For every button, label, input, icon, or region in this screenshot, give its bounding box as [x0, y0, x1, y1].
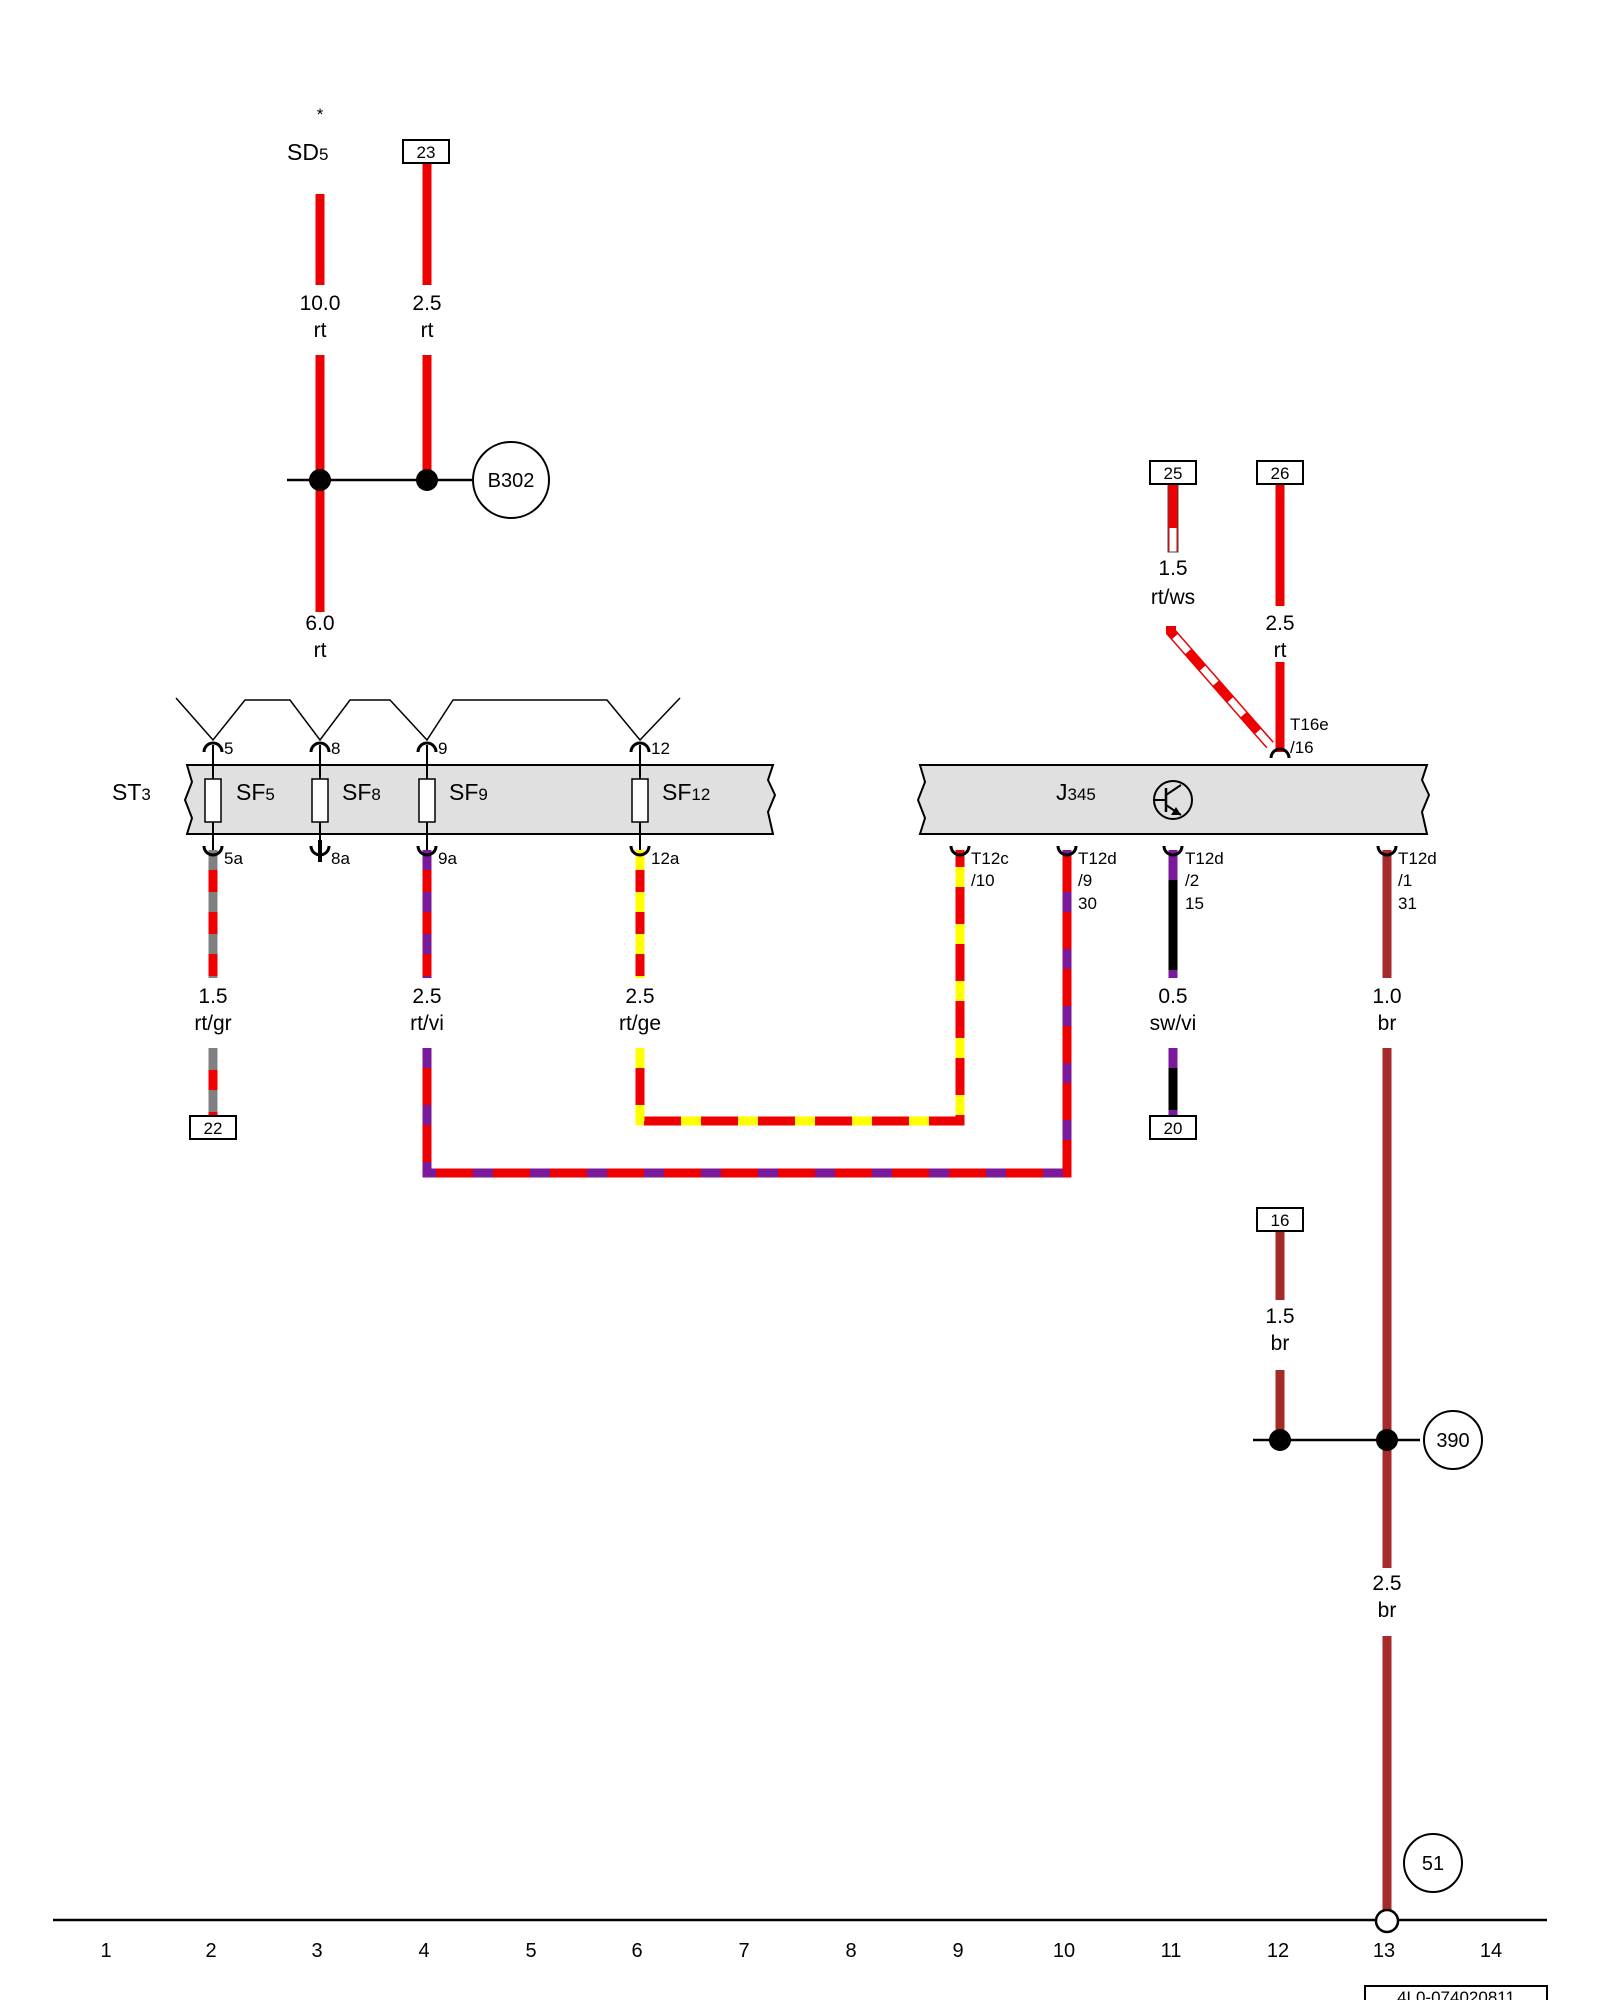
ref-box-23: 23 — [402, 139, 450, 164]
module-pin-l3: 30 — [1078, 894, 1097, 913]
wire-color: rt — [421, 319, 434, 342]
wire-color: br — [1378, 1012, 1397, 1035]
column-number: 6 — [631, 1940, 642, 1962]
wire-2-5-rt-ge — [635, 850, 965, 1126]
doc-code: 4L0-074020811 — [1364, 1985, 1548, 2000]
fuse-label: SF12 — [662, 779, 710, 805]
column-number: 14 — [1480, 1940, 1502, 1962]
module-top-pin-l1: T16e — [1290, 715, 1329, 734]
fusebox-label: ST3 — [112, 779, 151, 805]
wire-labels: 10.0 rt 2.5 rt 6.0 rt 1.5 rt/ws 2.5 rt 1… — [194, 292, 1401, 1622]
wire-size: 1.5 — [1158, 557, 1187, 580]
module-pin-l1: T12d — [1078, 849, 1117, 868]
sd5-label: SD5 — [287, 139, 328, 165]
column-number: 2 — [205, 1940, 216, 1962]
wire-color: br — [1271, 1332, 1290, 1355]
module-pin-l3: 31 — [1398, 894, 1417, 913]
wire-color: br — [1378, 1599, 1397, 1622]
fuse-pin-bottom: 9a — [438, 849, 457, 868]
column-number: 13 — [1373, 1940, 1395, 1962]
wire-size: 0.5 — [1158, 985, 1187, 1008]
ref-box-16: 16 — [1256, 1207, 1304, 1232]
splice-390: 390 — [1253, 1410, 1483, 1470]
module-label: J345 — [1056, 779, 1096, 805]
module-pin-l1: T12d — [1398, 849, 1437, 868]
wire-size: 2.5 — [1265, 612, 1294, 635]
module-pin-l2: /10 — [971, 871, 995, 890]
fuse-pin-bottom: 12a — [651, 849, 680, 868]
module-pin-l1: T12d — [1185, 849, 1224, 868]
ref-box-20: 20 — [1149, 1115, 1197, 1140]
ref-box-22: 22 — [189, 1115, 237, 1140]
ground-390-label: 390 — [1436, 1430, 1469, 1452]
transistor-icon — [1153, 780, 1193, 820]
b302-label: B302 — [488, 470, 535, 492]
module-pin-l1: T12c — [971, 849, 1009, 868]
wire-color: rt/gr — [194, 1012, 231, 1035]
column-number: 7 — [738, 1940, 749, 1962]
fuse-pin-top: 8 — [331, 739, 340, 758]
wire-color: rt — [314, 639, 327, 662]
svg-text:23: 23 — [417, 143, 436, 162]
wire-color: sw/vi — [1150, 1012, 1197, 1035]
wire-2-5-rt-vi — [422, 850, 1072, 1178]
svg-text:22: 22 — [204, 1119, 223, 1138]
ref-box-25: 25 — [1149, 460, 1197, 485]
sd5-mark: * — [317, 105, 324, 124]
wire-size: 2.5 — [625, 985, 654, 1008]
wire-size: 2.5 — [1372, 1572, 1401, 1595]
fuse-pin-top: 12 — [651, 739, 670, 758]
svg-text:26: 26 — [1271, 464, 1290, 483]
wire-color: rt — [1274, 639, 1287, 662]
fuse-pin-bottom: 5a — [224, 849, 243, 868]
module-pin-l3: 15 — [1185, 894, 1204, 913]
wire-color: rt/ws — [1151, 586, 1195, 609]
ground-terminal — [1374, 1908, 1400, 1934]
module-top-pin-l2: /16 — [1290, 738, 1314, 757]
wire-color: rt/vi — [410, 1012, 444, 1035]
column-number: 11 — [1161, 1940, 1182, 1962]
fuse-label: SF5 — [236, 779, 275, 805]
ground-51: 51 — [1403, 1833, 1463, 1893]
wire-size: 6.0 — [305, 612, 334, 635]
module-j345 — [916, 764, 1431, 835]
wire-1-5-rt-ws — [1166, 483, 1274, 749]
column-number: 12 — [1267, 1940, 1289, 1962]
ref-box-26: 26 — [1256, 460, 1304, 485]
splice-b302: B302 — [287, 441, 550, 519]
module-pin-l2: /1 — [1398, 871, 1412, 890]
wire-size: 1.5 — [198, 985, 227, 1008]
wire-color: rt/ge — [619, 1012, 661, 1035]
module-pin-l2: /2 — [1185, 871, 1199, 890]
column-number: 5 — [525, 1940, 536, 1962]
wire-size: 1.5 — [1265, 1305, 1294, 1328]
svg-text:25: 25 — [1164, 464, 1183, 483]
connector-symbols — [202, 741, 1398, 857]
fuse-label: SF9 — [449, 779, 488, 805]
fusebox-st3 — [175, 697, 777, 850]
svg-text:20: 20 — [1164, 1119, 1183, 1138]
wire-size: 2.5 — [412, 985, 441, 1008]
column-number: 9 — [952, 1940, 963, 1962]
column-number: 8 — [845, 1940, 856, 1962]
doc-code-label: 4L0-074020811 — [1397, 1988, 1515, 2000]
wire-size: 2.5 — [412, 292, 441, 315]
column-number: 1 — [100, 1940, 111, 1962]
fuse-pin-top: 5 — [224, 739, 233, 758]
column-numbers: 1 2 3 4 5 6 7 8 9 10 11 12 13 14 — [100, 1940, 1502, 1962]
wire-size: 10.0 — [300, 292, 341, 315]
wire-size: 1.0 — [1372, 985, 1401, 1008]
wire-color: rt — [314, 319, 327, 342]
fuse-pin-top: 9 — [438, 739, 447, 758]
svg-text:16: 16 — [1271, 1211, 1290, 1230]
fuse-pin-bottom: 8a — [331, 849, 350, 868]
module-pin-l2: /9 — [1078, 871, 1092, 890]
column-number: 4 — [418, 1940, 429, 1962]
ground-51-label: 51 — [1422, 1853, 1444, 1875]
column-number: 10 — [1053, 1940, 1075, 1962]
column-number: 3 — [311, 1940, 322, 1962]
fuse-label: SF8 — [342, 779, 381, 805]
